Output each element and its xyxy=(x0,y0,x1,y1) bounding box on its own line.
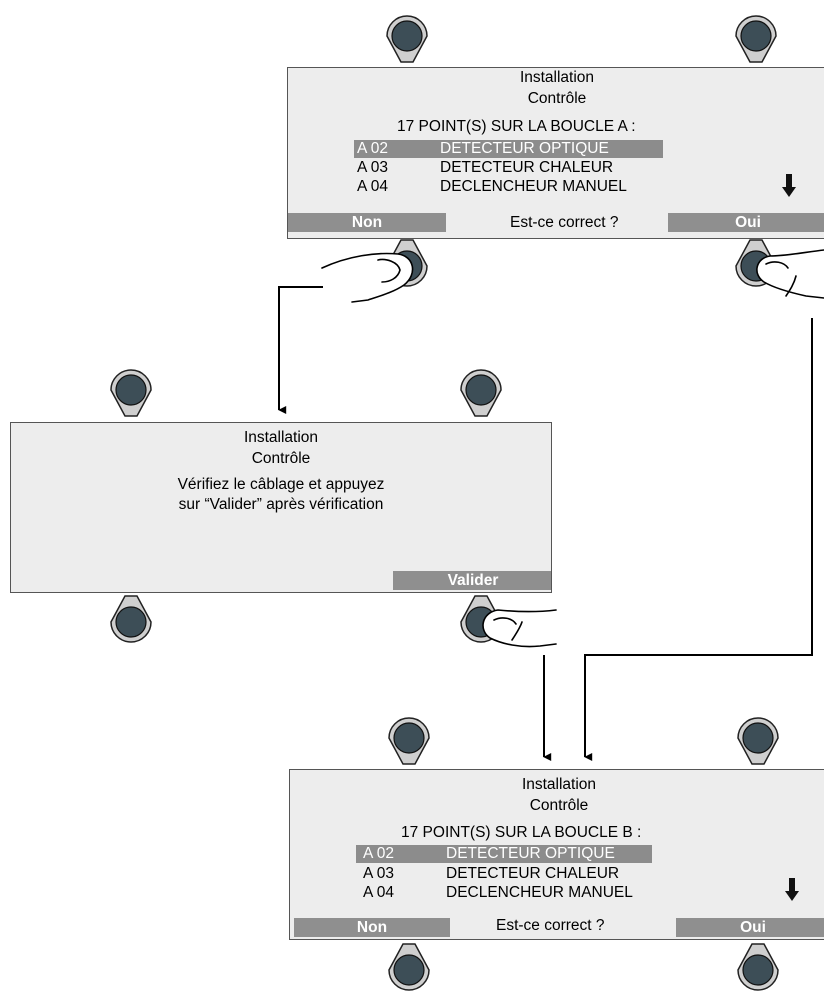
screen-2-panel: Installation Contrôle Vérifiez le câblag… xyxy=(10,422,552,593)
screen-3-bottom-left-knob[interactable] xyxy=(388,943,430,991)
screen-1-row-3-code[interactable]: A 04 xyxy=(357,178,389,195)
screen-1-subtitle: Contrôle xyxy=(527,90,587,107)
screen-1-row-1-code[interactable]: A 02 xyxy=(357,140,389,157)
screen-1-top-left-knob[interactable] xyxy=(386,15,428,63)
hand-pressing-non-icon xyxy=(321,252,414,303)
flow-connectors xyxy=(278,286,813,761)
screen-3-row-1-label[interactable]: DETECTEUR OPTIQUE xyxy=(446,845,615,862)
screen-1-prompt: Est-ce correct ? xyxy=(510,214,619,231)
valider-softkey[interactable]: Valider xyxy=(393,571,551,590)
screen-2-top-left-knob[interactable] xyxy=(110,369,152,417)
screen-3-top-right-knob[interactable] xyxy=(737,717,779,765)
screen-3-row-2-label[interactable]: DETECTEUR CHALEUR xyxy=(446,865,620,882)
screen-2-message-line-1: Vérifiez le câblage et appuyez xyxy=(177,476,385,493)
screen-1-row-selected-highlight xyxy=(354,140,663,158)
oui-softkey[interactable]: Oui xyxy=(668,213,824,232)
screen-3-top-left-knob[interactable] xyxy=(388,717,430,765)
screen-2-top-right-knob[interactable] xyxy=(460,369,502,417)
screen-3-bottom-right-knob[interactable] xyxy=(737,943,779,991)
screen-3-row-selected-highlight xyxy=(356,845,652,863)
screen-3-panel: Installation Contrôle 17 POINT(S) SUR LA… xyxy=(289,769,824,940)
screen-1-row-3-label[interactable]: DECLENCHEUR MANUEL xyxy=(440,178,627,195)
screen-3-row-1-code[interactable]: A 02 xyxy=(363,845,395,862)
hand-pressing-oui-icon xyxy=(756,249,824,299)
screen-1-panel: Installation Contrôle 17 POINT(S) SUR LA… xyxy=(287,67,824,239)
screen-2-message-line-2: sur “Valider” après vérification xyxy=(178,496,384,513)
screen-1-row-2-code[interactable]: A 03 xyxy=(357,159,389,176)
screen-1-row-2-label[interactable]: DETECTEUR CHALEUR xyxy=(440,159,614,176)
screen-2-title: Installation xyxy=(243,429,319,446)
screen-2-subtitle: Contrôle xyxy=(251,450,311,467)
oui-softkey[interactable]: Oui xyxy=(676,918,824,937)
screen-3-row-3-label[interactable]: DECLENCHEUR MANUEL xyxy=(446,884,633,901)
non-softkey[interactable]: Non xyxy=(294,918,450,937)
non-softkey[interactable]: Non xyxy=(288,213,446,232)
screen-1-title: Installation xyxy=(519,69,595,86)
screen-3-row-3-code[interactable]: A 04 xyxy=(363,884,395,901)
screen-1-heading: 17 POINT(S) SUR LA BOUCLE A : xyxy=(397,118,636,135)
screen-3-row-2-code[interactable]: A 03 xyxy=(363,865,395,882)
screen-3-title: Installation xyxy=(521,776,597,793)
screen-1-row-1-label[interactable]: DETECTEUR OPTIQUE xyxy=(440,140,609,157)
screen-3-heading: 17 POINT(S) SUR LA BOUCLE B : xyxy=(401,824,642,841)
scroll-down-arrow-icon xyxy=(782,174,796,197)
screen-1-top-right-knob[interactable] xyxy=(735,15,777,63)
hand-pressing-valider-icon xyxy=(482,609,557,648)
screen-3-subtitle: Contrôle xyxy=(529,797,589,814)
screen-2-bottom-left-knob[interactable] xyxy=(110,595,152,643)
screen-3-prompt: Est-ce correct ? xyxy=(496,917,605,934)
scroll-down-arrow-icon xyxy=(785,878,799,901)
